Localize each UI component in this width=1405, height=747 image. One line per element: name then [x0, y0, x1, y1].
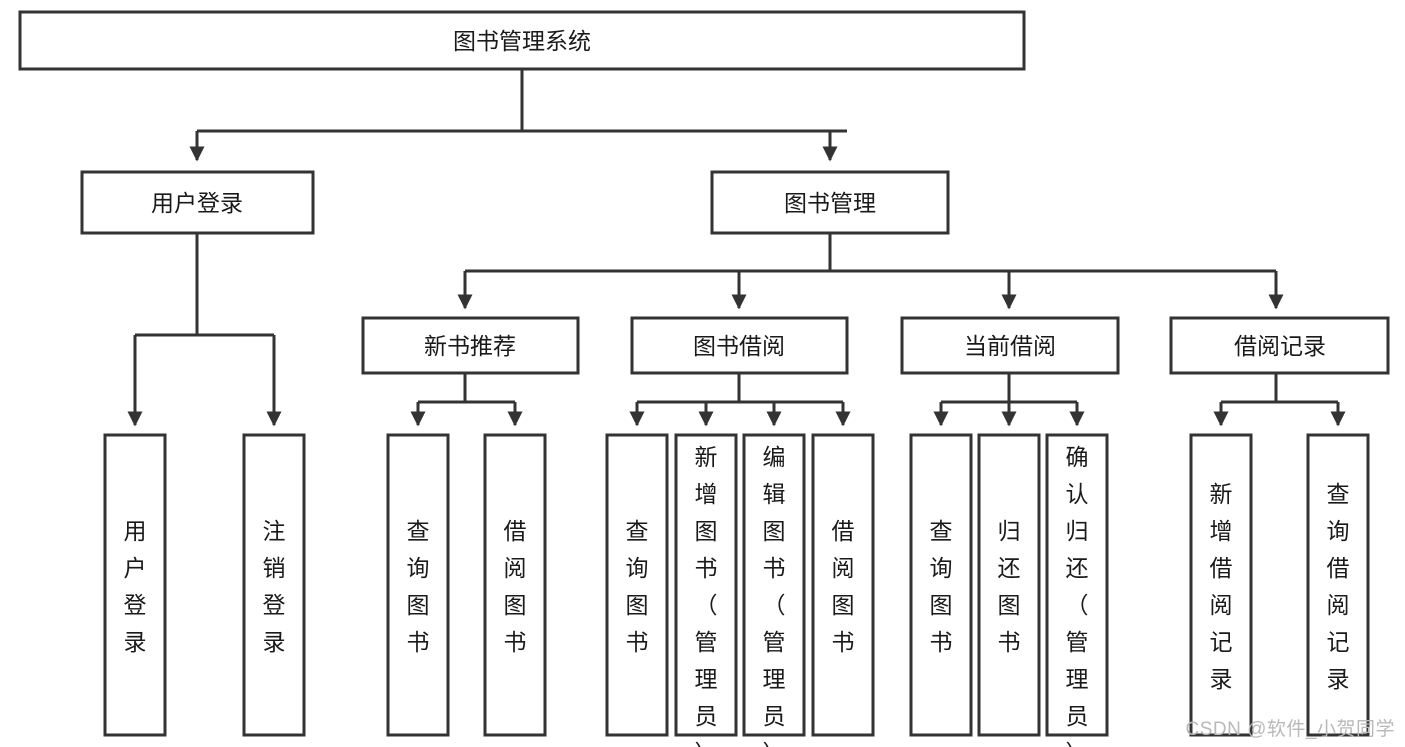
node-leaf-borrow-book-1[interactable]: [483, 433, 547, 737]
node-leaf-add-book-box: [674, 433, 738, 737]
node-leaf-query-book-1-label: 查询图书: [407, 518, 430, 655]
node-current-borrow-box: [900, 316, 1120, 375]
node-leaf-add-record-box: [1189, 433, 1253, 737]
node-leaf-return-book-label: 归还图书: [998, 518, 1021, 655]
node-new-book-recommend-label: 新书推荐: [424, 333, 516, 359]
node-leaf-add-book-label: 新增图书（管理员）: [695, 444, 718, 747]
node-user-login-box: [80, 170, 315, 235]
node-leaf-confirm-return[interactable]: [1045, 433, 1109, 737]
connector-book-borrow-to-leaves: [629, 373, 851, 427]
node-leaf-return-book[interactable]: [977, 433, 1041, 737]
node-leaf-query-book-3-label: 查询图书: [930, 518, 953, 655]
node-leaf-query-book-2-box: [605, 433, 669, 737]
node-leaf-user-login[interactable]: [103, 433, 167, 737]
leaf-labels-layer: 用户登录 注销登录 查询图书 借阅图书 查询图书 新增图书（管理员） 编辑图书（管理员） 借阅…: [124, 444, 1350, 747]
node-leaf-user-login-label: 用户登录: [124, 518, 147, 655]
node-root[interactable]: 图书管理系统: [18, 10, 1026, 71]
connector-user-login-to-leaves: [127, 233, 282, 427]
connector-book-management-to-level3: [457, 233, 1284, 310]
node-current-borrow[interactable]: 当前借阅: [900, 316, 1120, 375]
node-leaf-edit-book-box: [742, 433, 806, 737]
node-leaf-query-book-2[interactable]: [605, 433, 669, 737]
connector-root-to-level2: [189, 69, 847, 162]
node-user-login-label: 用户登录: [151, 190, 243, 216]
node-leaf-borrow-book-1-box: [483, 433, 547, 737]
node-borrow-record-label: 借阅记录: [1234, 333, 1326, 359]
node-leaf-query-record[interactable]: [1306, 433, 1370, 737]
node-leaf-query-book-1[interactable]: [386, 433, 450, 737]
node-leaf-borrow-book-2-label: 借阅图书: [832, 518, 855, 655]
node-root-box: [18, 10, 1026, 71]
node-leaf-query-book-3-box: [909, 433, 973, 737]
node-book-management-box: [710, 170, 950, 235]
node-current-borrow-label: 当前借阅: [964, 333, 1056, 359]
node-leaf-user-logout-box: [242, 433, 306, 737]
node-book-borrow[interactable]: 图书借阅: [630, 316, 849, 375]
node-borrow-record[interactable]: 借阅记录: [1169, 316, 1390, 375]
node-leaf-query-record-box: [1306, 433, 1370, 737]
node-leaf-add-record-label: 新增借阅记录: [1210, 481, 1233, 692]
node-root-label: 图书管理系统: [453, 28, 591, 54]
node-leaf-query-book-2-label: 查询图书: [626, 518, 649, 655]
node-leaf-add-record[interactable]: [1189, 433, 1253, 737]
node-borrow-record-box: [1169, 316, 1390, 375]
node-leaf-confirm-return-label: 确认归还（管理员）: [1066, 444, 1089, 747]
node-book-management[interactable]: 图书管理: [710, 170, 950, 235]
node-book-management-label: 图书管理: [784, 190, 876, 216]
node-new-book-recommend-box: [361, 316, 580, 375]
node-leaf-query-book-1-box: [386, 433, 450, 737]
connector-borrow-record-to-leaves: [1213, 373, 1346, 427]
node-new-book-recommend[interactable]: 新书推荐: [361, 316, 580, 375]
connector-new-book-recommend-to-leaves: [410, 373, 523, 427]
node-leaf-user-logout[interactable]: [242, 433, 306, 737]
node-user-login[interactable]: 用户登录: [80, 170, 315, 235]
node-leaf-user-logout-label: 注销登录: [263, 518, 286, 655]
node-book-borrow-label: 图书借阅: [693, 333, 785, 359]
node-book-borrow-box: [630, 316, 849, 375]
node-leaf-return-book-box: [977, 433, 1041, 737]
node-leaf-confirm-return-box: [1045, 433, 1109, 737]
node-leaf-borrow-book-2[interactable]: [811, 433, 875, 737]
node-leaf-edit-book[interactable]: [742, 433, 806, 737]
node-leaf-query-record-label: 查询借阅记录: [1327, 481, 1350, 692]
node-leaf-query-book-3[interactable]: [909, 433, 973, 737]
node-leaf-borrow-book-1-label: 借阅图书: [504, 518, 527, 655]
node-leaf-add-book[interactable]: [674, 433, 738, 737]
connector-current-borrow-to-leaves: [933, 373, 1085, 427]
node-leaf-user-login-box: [103, 433, 167, 737]
node-leaf-borrow-book-2-box: [811, 433, 875, 737]
node-leaf-edit-book-label: 编辑图书（管理员）: [763, 444, 786, 747]
